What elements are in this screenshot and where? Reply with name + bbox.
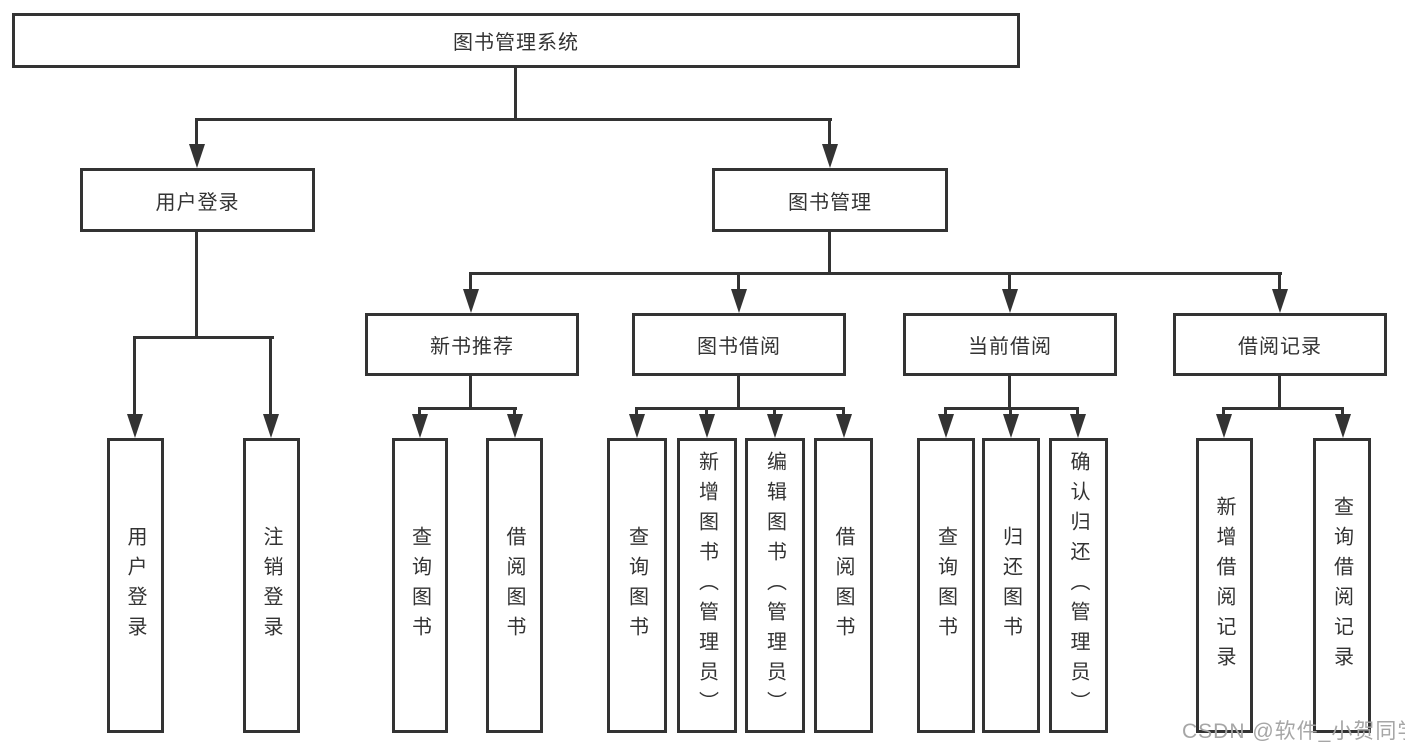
connector-borrow-records-stem <box>1278 376 1281 410</box>
arrowhead-user-login <box>189 144 205 168</box>
node-login: 用户登录 <box>107 438 164 733</box>
node-borrow-records: 借阅记录 <box>1173 313 1387 376</box>
connector-cb-query-drop <box>944 407 947 417</box>
connector-level2-rail <box>195 118 832 121</box>
node-cb-query-books: 查询图书 <box>917 438 975 733</box>
node-logout-label: 注销登录 <box>260 525 282 646</box>
arrowhead-br-query <box>1335 414 1351 438</box>
node-book-mgmt: 图书管理 <box>712 168 948 232</box>
connector-user-login-rail <box>133 336 274 339</box>
node-current-borrow-label: 当前借阅 <box>968 336 1052 358</box>
watermark: CSDN @软件_小贺同学 <box>1182 720 1405 743</box>
connector-current-borrow-stem <box>1008 376 1011 410</box>
arrowhead-new-book-rec <box>463 289 479 313</box>
connector-new-book-rec-stem <box>469 376 472 410</box>
arrowhead-logout <box>263 414 279 438</box>
node-bb-add-books: 新增图书（管理员） <box>677 438 737 733</box>
node-bb-edit-books-label: 编辑图书（管理员） <box>763 450 786 721</box>
node-user-login-label: 用户登录 <box>155 191 240 214</box>
connector-cb-return-drop <box>1009 407 1012 417</box>
node-nbr-borrow-books-label: 借阅图书 <box>503 525 525 646</box>
connector-new-book-rec-rail <box>418 407 517 410</box>
connector-root-stem <box>514 68 517 121</box>
connector-book-mgmt-stem <box>828 232 831 275</box>
node-root-label: 图书管理系统 <box>453 32 579 54</box>
connector-bb-borrow-drop <box>842 407 845 417</box>
connector-bb-edit-drop <box>773 407 776 417</box>
arrowhead-bb-add <box>699 414 715 438</box>
connector-cb-confirm-drop <box>1076 407 1079 417</box>
node-cb-return-books-label: 归还图书 <box>999 525 1022 646</box>
connector-book-borrow-stem <box>737 376 740 410</box>
node-root: 图书管理系统 <box>12 13 1020 68</box>
node-br-add-record-label: 新增借阅记录 <box>1213 495 1235 676</box>
node-bb-borrow-books-label: 借阅图书 <box>832 525 854 646</box>
node-nbr-query-books: 查询图书 <box>392 438 448 733</box>
connector-logout-drop <box>269 336 272 416</box>
node-bb-edit-books: 编辑图书（管理员） <box>745 438 805 733</box>
arrowhead-current-borrow <box>1002 289 1018 313</box>
arrowhead-br-add <box>1216 414 1232 438</box>
node-logout: 注销登录 <box>243 438 300 733</box>
connector-borrow-records-rail <box>1222 407 1344 410</box>
node-cb-confirm-return: 确认归还（管理员） <box>1049 438 1108 733</box>
node-user-login: 用户登录 <box>80 168 315 232</box>
connector-user-login-stem <box>195 232 198 339</box>
connector-br-query-drop <box>1341 407 1344 417</box>
node-nbr-borrow-books: 借阅图书 <box>486 438 543 733</box>
connector-bb-query-drop <box>635 407 638 417</box>
connector-book-mgmt-drop <box>828 118 831 146</box>
node-br-query-record: 查询借阅记录 <box>1313 438 1371 733</box>
node-new-book-rec: 新书推荐 <box>365 313 579 376</box>
node-cb-return-books: 归还图书 <box>982 438 1040 733</box>
arrowhead-nbr-borrow <box>507 414 523 438</box>
connector-book-borrow-rail <box>635 407 845 410</box>
node-new-book-rec-label: 新书推荐 <box>430 336 514 358</box>
node-login-label: 用户登录 <box>124 525 146 646</box>
node-br-add-record: 新增借阅记录 <box>1196 438 1253 733</box>
arrowhead-book-mgmt <box>822 144 838 168</box>
node-book-borrow-label: 图书借阅 <box>697 336 781 358</box>
node-cb-confirm-return-label: 确认归还（管理员） <box>1067 450 1089 721</box>
node-nbr-query-books-label: 查询图书 <box>408 525 431 646</box>
node-bb-borrow-books: 借阅图书 <box>814 438 873 733</box>
node-bb-add-books-label: 新增图书（管理员） <box>695 450 718 721</box>
node-book-mgmt-label: 图书管理 <box>788 191 872 214</box>
node-cb-query-books-label: 查询图书 <box>934 525 957 646</box>
node-bb-query-books-label: 查询图书 <box>625 525 648 646</box>
arrowhead-bb-borrow <box>836 414 852 438</box>
arrowhead-cb-return <box>1003 414 1019 438</box>
connector-nbr-borrow-drop <box>513 407 516 417</box>
node-br-query-record-label: 查询借阅记录 <box>1330 495 1353 676</box>
node-bb-query-books: 查询图书 <box>607 438 667 733</box>
connector-borrow-records-drop <box>1278 272 1281 292</box>
connector-bb-add-drop <box>705 407 708 417</box>
connector-book-borrow-drop <box>737 272 740 292</box>
connector-nbr-query-drop <box>418 407 421 417</box>
connector-new-book-rec-drop <box>469 272 472 292</box>
connector-user-login-drop <box>195 118 198 146</box>
arrowhead-bb-edit <box>767 414 783 438</box>
arrowhead-cb-query <box>938 414 954 438</box>
connector-current-borrow-drop <box>1008 272 1011 292</box>
arrowhead-book-borrow <box>731 289 747 313</box>
arrowhead-cb-confirm <box>1070 414 1086 438</box>
connector-login-drop <box>133 336 136 416</box>
arrowhead-bb-query <box>629 414 645 438</box>
node-borrow-records-label: 借阅记录 <box>1238 336 1322 358</box>
connector-br-add-drop <box>1222 407 1225 417</box>
arrowhead-borrow-records <box>1272 289 1288 313</box>
connector-level3-rail <box>469 272 1282 275</box>
arrowhead-login <box>127 414 143 438</box>
arrowhead-nbr-query <box>412 414 428 438</box>
node-current-borrow: 当前借阅 <box>903 313 1117 376</box>
node-book-borrow: 图书借阅 <box>632 313 846 376</box>
